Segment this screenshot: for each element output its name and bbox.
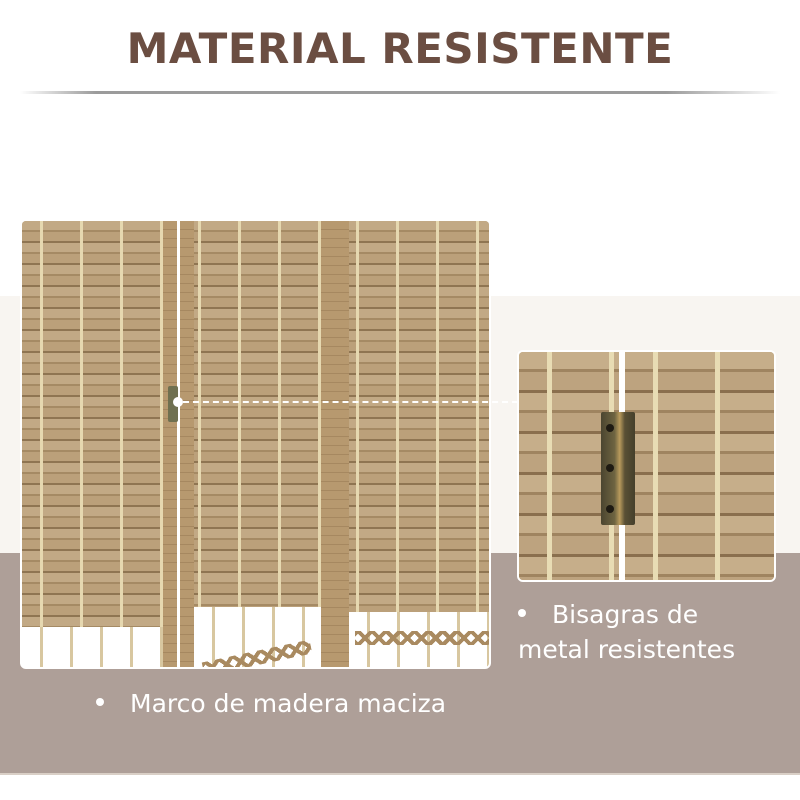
callout-dot [173,397,183,407]
wood-frame-post [180,221,194,667]
metal-hinge-icon [601,412,635,525]
divider-panel-right [338,221,489,616]
panel-legs [22,627,163,667]
feature-text-line2: metal resistentes [518,635,736,664]
page-title: MATERIAL RESISTENTE [126,24,674,73]
screw-icon [606,505,614,513]
inset-panel-right [625,352,774,580]
hinge-closeup-image [517,350,776,582]
wood-frame-post [163,221,177,667]
feature-text-line1: Bisagras de [552,600,699,629]
wood-frame-post [321,221,335,667]
feature-text: Marco de madera maciza [130,689,447,718]
title-divider [20,91,780,94]
feature-item-frame: Marco de madera maciza [96,686,446,721]
callout-line [183,401,518,403]
screw-icon [606,424,614,432]
screw-icon [606,464,614,472]
bullet-icon [96,698,104,706]
feature-item-hinges: Bisagras de metal resistentes [518,597,735,667]
divider-panel-left [22,221,177,641]
bullet-icon [518,609,526,617]
background-band-edge [0,773,800,775]
room-divider-image [20,219,491,669]
wood-frame-post [335,221,349,667]
cross-weave-detail [355,631,489,645]
divider-panel-middle [180,221,335,621]
